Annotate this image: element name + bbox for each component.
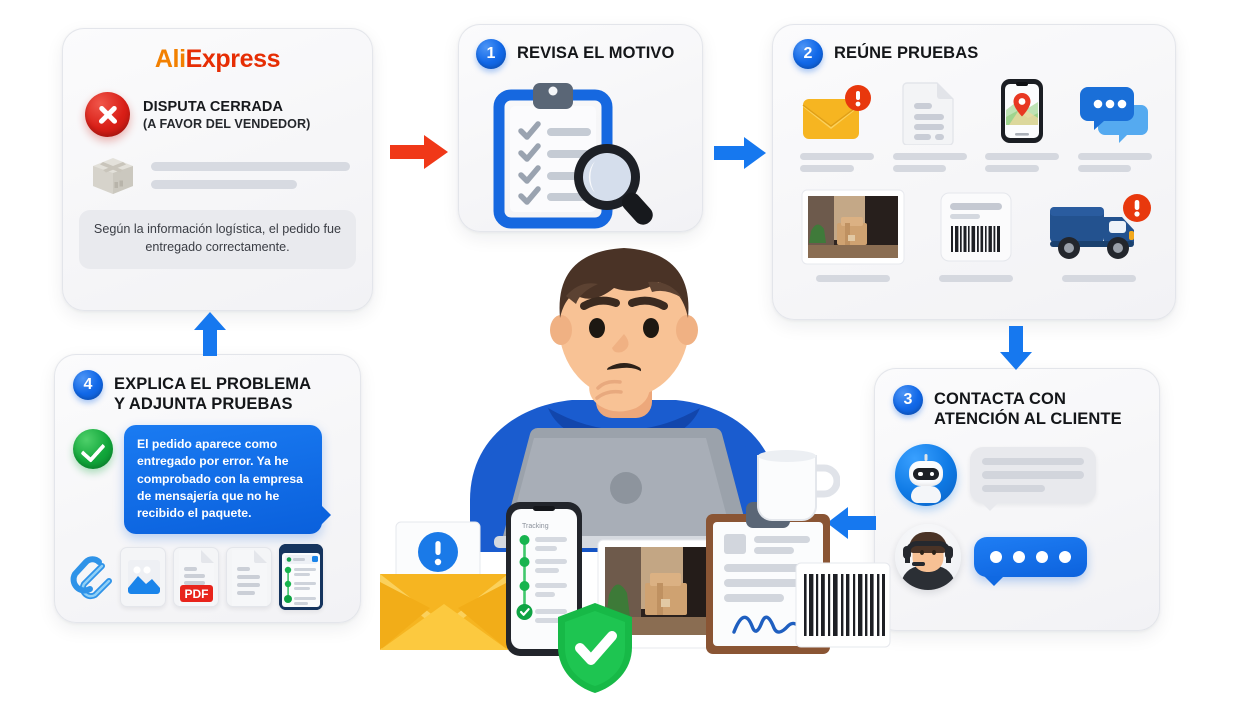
coffee-mug-icon [757,450,840,521]
step-4-badge: 4 [73,370,103,400]
chat-bubbles-icon [1079,87,1148,143]
package-photo-icon [801,189,905,265]
typing-dot [1059,550,1071,563]
arrow-step4-to-ali [194,312,226,356]
logistics-note: Según la información logística, el pedid… [79,210,356,269]
eye-left [589,318,605,338]
step-3-title: CONTACTA CON ATENCIÓN AL CLIENTE [934,390,1122,429]
typing-dot [1036,550,1048,563]
delivery-truck-alert-icon [1050,194,1152,259]
signature-mark [732,615,802,634]
pdf-label: PDF [185,587,209,601]
dispute-status-title: DISPUTA CERRADA [143,98,284,115]
typing-dot [1013,550,1025,563]
arrow-step2-to-step3 [1000,326,1032,370]
arrow-step3-to-step4 [827,507,876,539]
barcode-icon [795,562,891,648]
complaint-message-bubble: El pedido aparece como entregado por err… [124,424,331,534]
evidence-line [800,165,854,172]
bubble-line [982,457,1084,466]
evidence-line [892,153,967,160]
complaint-message-row: El pedido aparece como entregado por err… [73,424,360,534]
document-icon [902,82,954,145]
step-4-card: 4 EXPLICA EL PROBLEMA Y ADJUNTA PRUEBAS … [54,354,361,623]
paperclip-icon [70,555,112,599]
aliexpress-logo: AliExpress [63,45,372,74]
evidence-line [892,165,947,172]
grey-placeholder-bubble [970,446,1096,511]
step-4-header: 4 EXPLICA EL PROBLEMA Y ADJUNTA PRUEBAS [73,370,360,415]
aliexpress-dispute-card: AliExpress DISPUTA CERRADA (A FAVOR DEL … [62,28,373,311]
step-1-card: 1 REVISA EL MOTIVO [458,24,703,232]
phone-screenshot-icon [279,543,323,610]
magnifying-glass-icon [574,144,653,225]
step-2-title: REÚNE PRUEBAS [834,44,979,62]
evidence-item [914,189,1037,287]
bubble-line [982,484,1046,493]
envelope-info-icon [380,521,508,650]
clipboard-checklist-icon [493,83,653,229]
agent-conversation-row [895,523,1159,590]
step-1-header: 1 REVISA EL MOTIVO [476,39,702,69]
evidence-item [884,77,977,177]
hand [589,367,650,412]
barcode-label-icon [940,192,1012,262]
step-2-header: 2 REÚNE PRUEBAS [793,39,1175,69]
hair [559,248,689,318]
support-agent-avatar [895,523,961,590]
evidence-line [1077,153,1152,160]
blue-dots-bubble [974,536,1087,586]
evidence-line [985,153,1060,160]
evidence-line [1077,165,1132,172]
evidence-item [1069,77,1162,177]
typing-dot [990,550,1002,563]
dispute-status-subtitle: (A FAVOR DEL VENDEDOR) [143,116,311,131]
logo-ali-text: Ali [154,45,186,73]
order-line-2 [151,179,298,189]
text-document-icon [226,546,272,607]
pdf-file-icon: PDF [173,546,219,607]
evidence-line [800,153,875,160]
step-4-title: EXPLICA EL PROBLEMA Y ADJUNTA PRUEBAS [114,375,312,414]
evidence-line [815,275,890,282]
laptop-logo [610,472,642,504]
step-2-badge: 2 [793,39,823,69]
green-check-icon [73,428,113,469]
step-1-title: REVISA EL MOTIVO [517,44,675,62]
step-3-header: 3 CONTACTA CON ATENCIÓN AL CLIENTE [893,385,1159,430]
arrow-ali-to-step1 [390,135,448,169]
evidence-line [985,165,1039,172]
chatbot-avatar [895,443,957,506]
order-line-1 [151,161,350,171]
evidence-row-2 [791,189,1161,287]
evidence-line [1062,275,1137,282]
dispute-status-row: DISPUTA CERRADA (A FAVOR DEL VENDEDOR) [85,92,372,137]
evidence-line [938,275,1013,282]
shield-check-icon [558,603,632,693]
package-box-icon [93,158,133,194]
phone-screen-title: Tracking [522,523,549,530]
evidence-row-1 [791,77,1161,177]
email-alert-icon [802,85,872,139]
hero-character-illustration [470,248,778,552]
evidence-item [791,189,914,287]
chatbot-conversation-row [895,443,1159,511]
logo-express-text: Express [185,45,281,73]
eye-right [643,318,659,338]
step-2-card: 2 REÚNE PRUEBAS [772,24,1176,320]
step-1-badge: 1 [476,39,506,69]
phone-map-pin-icon [1001,79,1044,143]
order-summary-row [89,153,372,197]
step-3-badge: 3 [893,385,923,415]
image-file-icon [120,546,166,607]
arrow-step1-to-step2 [714,137,766,169]
attachments-row: PDF [69,543,360,610]
evidence-item [791,77,884,177]
step-3-card: 3 CONTACTA CON ATENCIÓN AL CLIENTE [874,368,1160,631]
evidence-item [1038,189,1161,287]
bubble-line [982,471,1084,479]
evidence-item [976,77,1069,177]
x-circle-icon [85,92,130,137]
